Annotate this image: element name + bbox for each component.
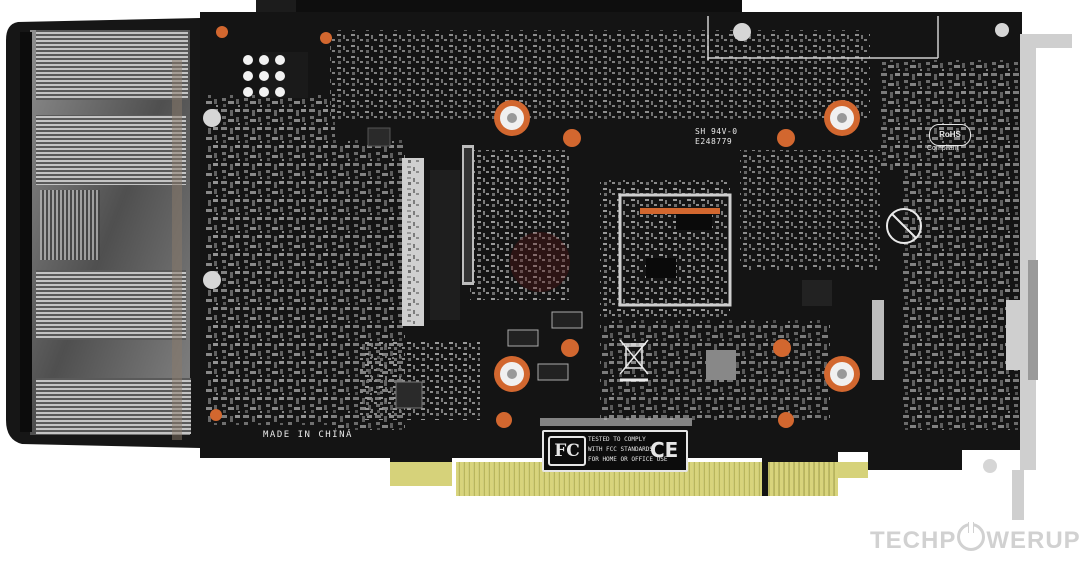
rohs-badge: RoHS [929,124,971,146]
fcc-line-3: FOR HOME OR OFFICE USE [588,456,668,463]
fcc-compliance-block: FC TESTED TO COMPLY WITH FCC STANDARDS F… [542,430,688,472]
fcc-logo: FC [548,436,586,466]
rohs-compliant-label: Compliant [927,145,959,152]
power-icon [957,522,986,551]
pcb-part-line-1: SH 94V-0 [695,127,738,136]
fcc-line-2: WITH FCC STANDARDS [588,446,654,453]
watermark-left: TECHP [870,527,957,554]
watermark-right: WERUP [986,527,1081,554]
fcc-line-1: TESTED TO COMPLY [588,436,646,443]
techpowerup-watermark: TECHP WERUP [870,522,1081,555]
fcc-statement: TESTED TO COMPLY WITH FCC STANDARDS FOR … [588,435,667,465]
ce-mark: CE [650,438,679,462]
made-in-label: MADE IN CHINA [263,430,353,440]
pcb-part-label: SH 94V-0 E248779 [695,127,738,147]
pcb-part-line-2: E248779 [695,137,733,146]
